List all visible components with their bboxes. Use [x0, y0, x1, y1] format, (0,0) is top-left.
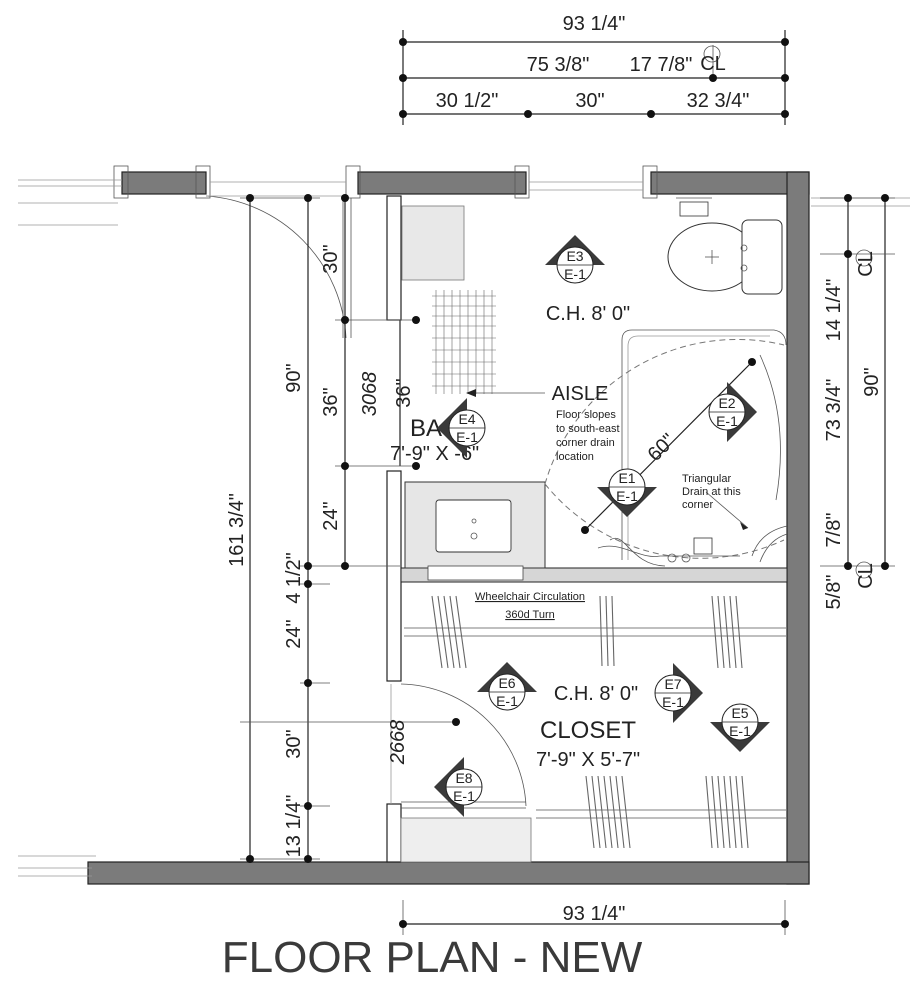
floor-slope-note-4: location [556, 451, 594, 463]
partition-upper [386, 195, 402, 321]
elevation-marker-e4: E4E-1 [437, 398, 486, 458]
dim-bottom-total: 93 1/4" [563, 903, 626, 925]
elevation-marker-e6: E6E-1 [477, 662, 537, 711]
dim-inner-30: 30" [320, 244, 342, 273]
dim-left-90: 90" [283, 363, 305, 392]
bottom-dimension: 93 1/4" [399, 900, 789, 935]
room-labels: C.H. 8' 0" AISLE Floor slopes to south-e… [390, 303, 741, 771]
dim-right-14: 14 1/4" [823, 279, 845, 342]
dim-left-24: 24" [283, 619, 305, 648]
shower-floor-grid [432, 290, 496, 394]
elevation-sheet: E-1 [496, 693, 518, 709]
elevation-sheet: E-1 [453, 788, 475, 804]
dim-top-30-half: 30 1/2" [436, 90, 499, 112]
drawing-title: FLOOR PLAN - NEW [222, 933, 643, 982]
hangers-upper [431, 595, 743, 669]
triangular-drain-note-3: corner [682, 499, 714, 511]
elevation-marker-e2: E2E-1 [708, 382, 757, 442]
elevation-marker-e5: E5E-1 [710, 703, 770, 752]
elevation-id: E1 [618, 470, 635, 486]
centerline-symbol-top: CL [700, 45, 726, 75]
triangular-drain-note-2: Drain at this [682, 486, 741, 498]
partition-lower [386, 803, 402, 863]
bath-cabinet [401, 205, 465, 281]
wall-bottom [87, 861, 810, 885]
elevation-id: E6 [498, 675, 515, 691]
dim-top-total: 93 1/4" [563, 13, 626, 35]
dim-diagonal-60: 60" [644, 430, 680, 466]
elevation-sheet: E-1 [716, 413, 738, 429]
dim-left-13: 13 1/4" [283, 795, 305, 858]
elevation-marker-e7: E7E-1 [654, 663, 703, 723]
elevation-id: E5 [731, 705, 748, 721]
elevation-id: E2 [718, 395, 735, 411]
aisle-label: AISLE [552, 383, 609, 405]
elevation-sheet: E-1 [729, 723, 751, 739]
centerline-symbol-right-bottom: CL [855, 561, 877, 589]
floor-slope-note-3: corner drain [556, 437, 615, 449]
closet-ceiling-height: C.H. 8' 0" [554, 683, 638, 705]
dim-right-73: 73 3/4" [823, 379, 845, 442]
wall-top-mid [357, 171, 527, 195]
centerline-symbol-right-top: CL [855, 249, 877, 277]
bath-ceiling-height: C.H. 8' 0" [546, 303, 630, 325]
hangers-lower [585, 775, 749, 849]
wall-top-left [121, 171, 207, 195]
floor-slope-note-2: to south-east [556, 423, 620, 435]
dim-top-30: 30" [575, 90, 604, 112]
dim-top-17: 17 7/8" [630, 54, 693, 76]
top-dimension-chains: 93 1/4" 75 3/8" 17 7/8" 30 1/2" 30" 32 3… [399, 13, 789, 125]
dim-right-7-8: 7/8" [823, 513, 845, 548]
toilet [667, 219, 783, 295]
door-tag-closet: 2668 [387, 720, 409, 766]
dim-right-5-8: 5/8" [823, 575, 845, 610]
wall-right [786, 171, 810, 885]
closet-room-size: 7'-9" X 5'-7" [536, 749, 640, 771]
elevation-marker-e1: E1E-1 [597, 468, 657, 517]
left-dimension-chains: 161 3/4" 90" 4 1/2" 24" 30" 13 1/4" 30" … [226, 194, 460, 863]
dim-top-75: 75 3/8" [527, 54, 590, 76]
wheelchair-note-1: Wheelchair Circulation [475, 591, 585, 603]
toilet-paper-holder [676, 197, 712, 217]
elevation-marker-e8: E8E-1 [434, 757, 483, 817]
wall-top-right [650, 171, 810, 195]
entry-door [205, 195, 352, 339]
svg-text:CL: CL [855, 563, 877, 589]
dim-inner-24: 24" [320, 501, 342, 530]
dim-right-90: 90" [861, 367, 883, 396]
elevation-sheet: E-1 [662, 694, 684, 710]
dim-left-total: 161 3/4" [226, 493, 248, 567]
wheelchair-note-2: 360d Turn [505, 609, 555, 621]
elevation-sheet: E-1 [616, 488, 638, 504]
right-dimension-chains: 90" 14 1/4" 73 3/4" 7/8" 5/8" CL CL [820, 194, 895, 609]
dim-left-4-half: 4 1/2" [283, 552, 305, 604]
bath-fixtures: 60" [401, 197, 788, 581]
svg-text:CL: CL [855, 251, 877, 277]
dim-door-36: 36" [393, 378, 415, 407]
elevation-id: E8 [455, 770, 472, 786]
elevation-sheet: E-1 [564, 266, 586, 282]
bath-room-size: 7'-9" X -6" [390, 443, 479, 465]
partition-middle [386, 470, 402, 682]
dim-left-30: 30" [283, 729, 305, 758]
elevation-id: E3 [566, 248, 583, 264]
svg-text:CL: CL [700, 53, 726, 75]
triangular-drain-note-1: Triangular [682, 473, 731, 485]
vanity-sink [404, 481, 546, 581]
elevation-id: E7 [664, 676, 681, 692]
closet-room-name: CLOSET [540, 717, 636, 744]
closet-fixtures [400, 595, 786, 863]
dim-inner-36: 36" [320, 387, 342, 416]
dim-top-32: 32 3/4" [687, 90, 750, 112]
door-tag-bath: 3068 [359, 372, 381, 417]
floor-slope-note-1: Floor slopes [556, 409, 616, 421]
bath-room-name: BA [410, 415, 442, 442]
elevation-sheet: E-1 [456, 429, 478, 445]
elevation-marker-e3: E3E-1 [545, 235, 605, 284]
elevation-id: E4 [458, 411, 475, 427]
